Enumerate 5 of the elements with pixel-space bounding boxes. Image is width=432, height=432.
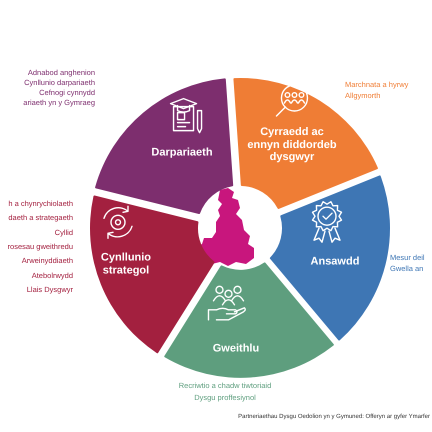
segment-label: Cyrraedd ac ennyn diddordeb dysgwyr [246,126,338,164]
segment-label: Cynllunio strategol [100,251,152,277]
segment-label: Ansawdd [310,256,360,268]
segment-label: Gweithlu [212,342,260,356]
segment-label: Darpariaeth [150,146,214,160]
